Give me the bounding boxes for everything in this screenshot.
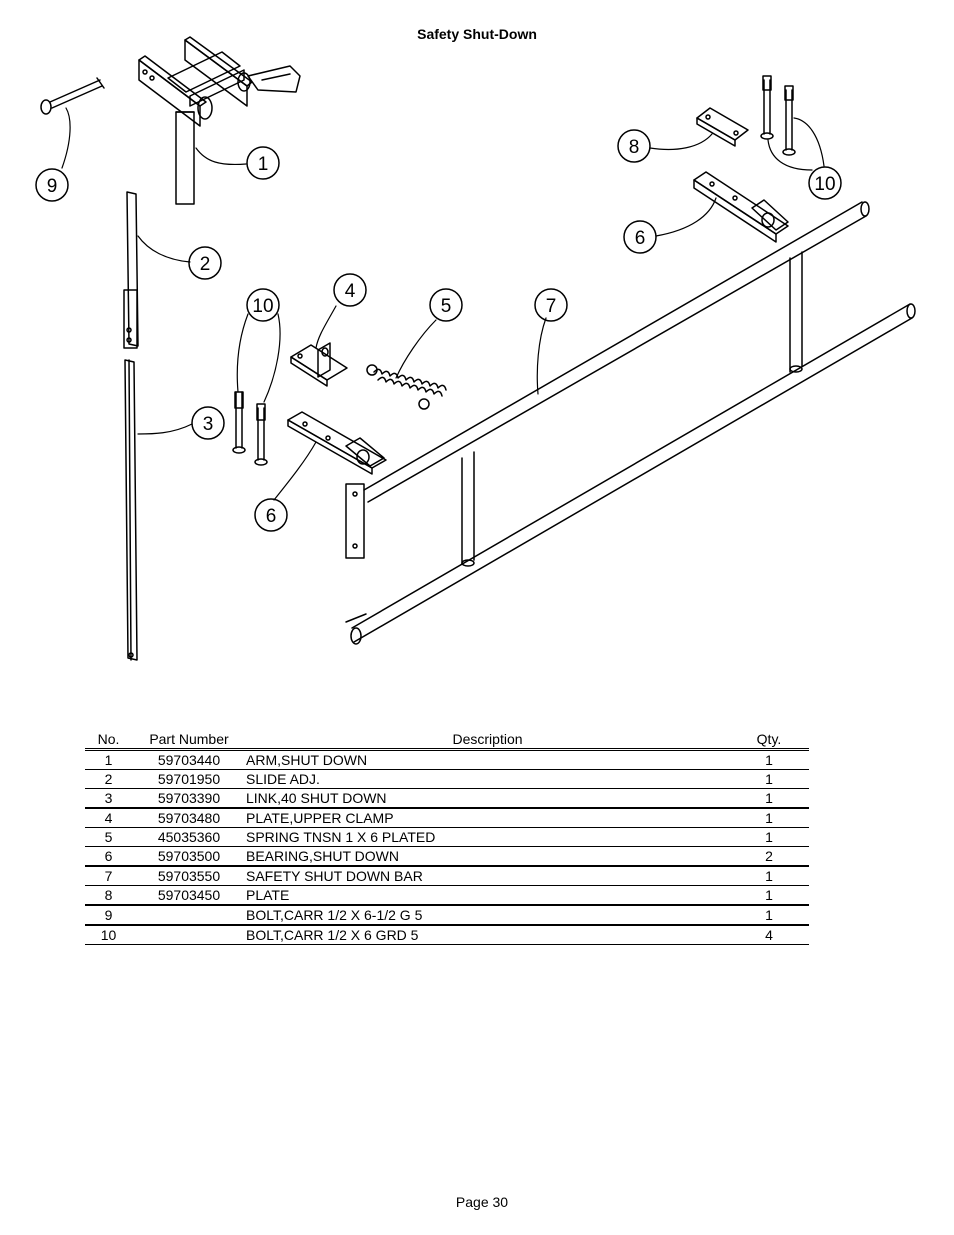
callout-10-left: 10	[246, 288, 280, 322]
exploded-parts-diagram: 9 1 2 3 10 4 5 6 7 8 10 6	[35, 36, 916, 661]
callout-9: 9	[35, 168, 69, 202]
cell-qty: 1	[729, 827, 809, 847]
cell-no: 2	[85, 769, 132, 789]
header-qty: Qty.	[729, 728, 809, 751]
cell-no: 5	[85, 827, 132, 847]
cell-part-number: 59703550	[132, 866, 246, 886]
cell-description: PLATE	[246, 885, 729, 906]
page-title: Safety Shut-Down	[417, 26, 537, 42]
cell-no: 7	[85, 866, 132, 886]
part-5-spring	[366, 364, 447, 410]
cell-no: 3	[85, 788, 132, 809]
svg-text:3: 3	[203, 414, 214, 435]
svg-text:7: 7	[546, 296, 557, 317]
cell-no: 8	[85, 885, 132, 906]
svg-text:9: 9	[47, 176, 58, 197]
part-9-bolt	[40, 77, 105, 115]
callout-5: 5	[429, 288, 463, 322]
svg-text:2: 2	[200, 254, 211, 275]
table-row: 6 59703500 BEARING,SHUT DOWN 2	[85, 846, 809, 867]
cell-qty: 4	[729, 925, 809, 945]
cell-no: 10	[85, 925, 132, 945]
cell-part-number: 45035360	[132, 827, 246, 847]
part-6-bearing-left	[287, 411, 387, 475]
header-description: Description	[246, 728, 729, 751]
part-10-bolts-right	[760, 75, 796, 156]
table-row: 1 59703440 ARM,SHUT DOWN 1	[85, 749, 809, 770]
cell-part-number: 59701950	[132, 769, 246, 789]
callout-1: 1	[246, 146, 280, 180]
cell-description: PLATE,UPPER CLAMP	[246, 808, 729, 828]
cell-part-number	[132, 905, 246, 926]
svg-text:4: 4	[345, 281, 356, 302]
cell-qty: 1	[729, 905, 809, 926]
cell-qty: 2	[729, 846, 809, 867]
cell-description: BOLT,CARR 1/2 X 6-1/2 G 5	[246, 905, 729, 926]
cell-no: 6	[85, 846, 132, 867]
cell-part-number: 59703390	[132, 788, 246, 809]
cell-part-number: 59703480	[132, 808, 246, 828]
cell-description: LINK,40 SHUT DOWN	[246, 788, 729, 809]
callout-6-left: 6	[254, 498, 288, 532]
cell-qty: 1	[729, 788, 809, 809]
parts-table: No. Part Number Description Qty. 1 59703…	[85, 728, 809, 945]
table-row: 10 BOLT,CARR 1/2 X 6 GRD 5 4	[85, 925, 809, 945]
svg-text:10: 10	[814, 174, 835, 195]
cell-no: 4	[85, 808, 132, 828]
cell-description: BEARING,SHUT DOWN	[246, 846, 729, 867]
cell-no: 9	[85, 905, 132, 926]
cell-qty: 1	[729, 769, 809, 789]
callout-8: 8	[617, 129, 651, 163]
cell-part-number: 59703500	[132, 846, 246, 867]
table-row: 2 59701950 SLIDE ADJ. 1	[85, 769, 809, 789]
part-1-arm	[138, 36, 301, 205]
table-row: 9 BOLT,CARR 1/2 X 6-1/2 G 5 1	[85, 905, 809, 926]
leader-lines	[61, 107, 825, 501]
callout-2: 2	[188, 246, 222, 280]
table-row: 3 59703390 LINK,40 SHUT DOWN 1	[85, 788, 809, 809]
callout-6-right: 6	[623, 220, 657, 254]
part-10-bolts-left	[232, 391, 268, 466]
cell-description: SPRING TNSN 1 X 6 PLATED	[246, 827, 729, 847]
svg-text:10: 10	[252, 296, 273, 317]
svg-text:5: 5	[441, 296, 452, 317]
callout-4: 4	[333, 273, 367, 307]
cell-part-number: 59703450	[132, 885, 246, 906]
cell-qty: 1	[729, 866, 809, 886]
part-7-bar	[345, 201, 916, 645]
header-part-number: Part Number	[132, 728, 246, 751]
cell-qty: 1	[729, 808, 809, 828]
page-number: Page 30	[455, 1194, 509, 1210]
cell-description: SAFETY SHUT DOWN BAR	[246, 866, 729, 886]
cell-qty: 1	[729, 885, 809, 906]
callout-7: 7	[534, 288, 568, 322]
cell-description: BOLT,CARR 1/2 X 6 GRD 5	[246, 925, 729, 945]
table-row: 7 59703550 SAFETY SHUT DOWN BAR 1	[85, 866, 809, 886]
cell-description: ARM,SHUT DOWN	[246, 749, 729, 770]
part-2-slide	[123, 191, 139, 349]
part-6-bearing-right	[693, 171, 789, 243]
part-8-plate	[696, 107, 749, 147]
svg-text:1: 1	[258, 154, 269, 175]
callout-10-right: 10	[808, 166, 842, 200]
header-no: No.	[85, 728, 132, 751]
cell-no: 1	[85, 749, 132, 770]
svg-text:8: 8	[629, 137, 640, 158]
cell-part-number	[132, 925, 246, 945]
table-row: 5 45035360 SPRING TNSN 1 X 6 PLATED 1	[85, 827, 809, 847]
table-row: 4 59703480 PLATE,UPPER CLAMP 1	[85, 808, 809, 828]
part-4-plate	[290, 342, 348, 387]
part-3-link	[124, 359, 138, 661]
svg-text:6: 6	[266, 506, 277, 527]
cell-description: SLIDE ADJ.	[246, 769, 729, 789]
callout-3: 3	[191, 406, 225, 440]
table-row: 8 59703450 PLATE 1	[85, 885, 809, 906]
svg-text:6: 6	[635, 228, 646, 249]
table-header-row: No. Part Number Description Qty.	[85, 728, 809, 751]
cell-qty: 1	[729, 749, 809, 770]
cell-part-number: 59703440	[132, 749, 246, 770]
